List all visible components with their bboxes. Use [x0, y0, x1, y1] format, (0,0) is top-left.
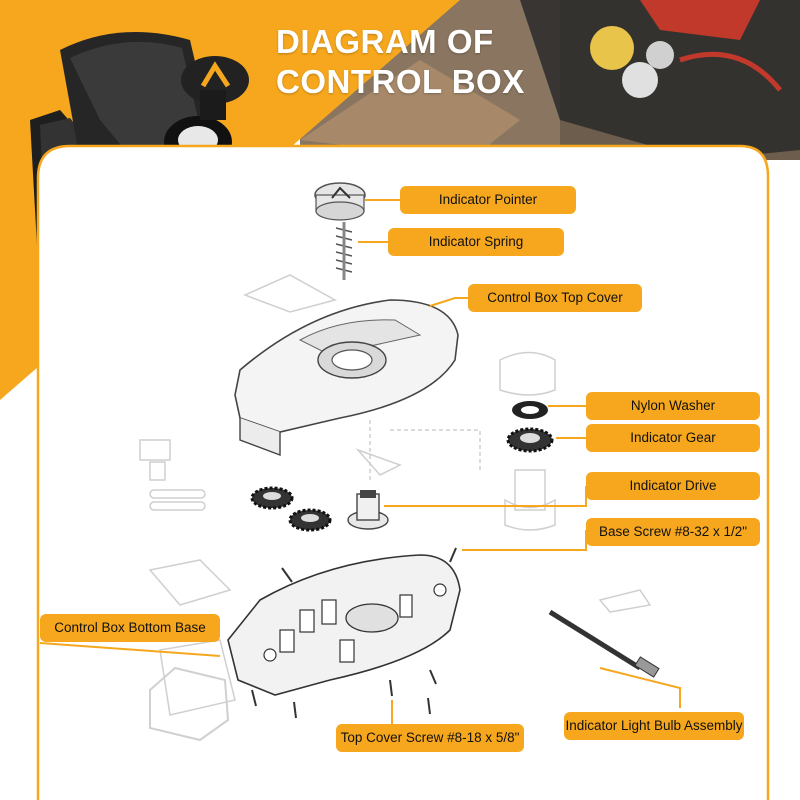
indicator-gear-part	[506, 427, 554, 453]
label-indicator-spring: Indicator Spring	[388, 228, 564, 256]
indicator-drive-part	[347, 490, 389, 530]
drive-gears-part	[250, 486, 332, 532]
ghost-parts	[139, 274, 652, 716]
title-line-1: DIAGRAM OF	[276, 23, 494, 60]
label-indicator-gear: Indicator Gear	[586, 424, 760, 452]
top-cover-part	[234, 299, 459, 457]
title-line-2: CONTROL BOX	[276, 63, 525, 100]
bottom-base-part	[227, 554, 461, 696]
bulb-assembly-part	[548, 609, 660, 678]
page-title: DIAGRAM OF CONTROL BOX	[276, 22, 525, 102]
label-nylon-washer: Nylon Washer	[586, 392, 760, 420]
indicator-pointer-part	[314, 182, 366, 221]
nylon-washer-part	[512, 401, 548, 419]
label-indicator-pointer: Indicator Pointer	[400, 186, 576, 214]
label-indicator-drive: Indicator Drive	[586, 472, 760, 500]
label-top-cover: Control Box Top Cover	[468, 284, 642, 312]
indicator-spring-part	[335, 222, 353, 280]
label-base-screw: Base Screw #8-32 x 1/2"	[586, 518, 760, 546]
ghost-bulb-housing	[149, 666, 230, 742]
workshop-photo	[300, 0, 800, 160]
label-bottom-base: Control Box Bottom Base	[40, 614, 220, 642]
screws-part	[251, 547, 457, 719]
label-top-cover-screw: Top Cover Screw #8-18 x 5/8"	[336, 724, 524, 752]
label-bulb-assembly: Indicator Light Bulb Assembly	[564, 712, 744, 740]
